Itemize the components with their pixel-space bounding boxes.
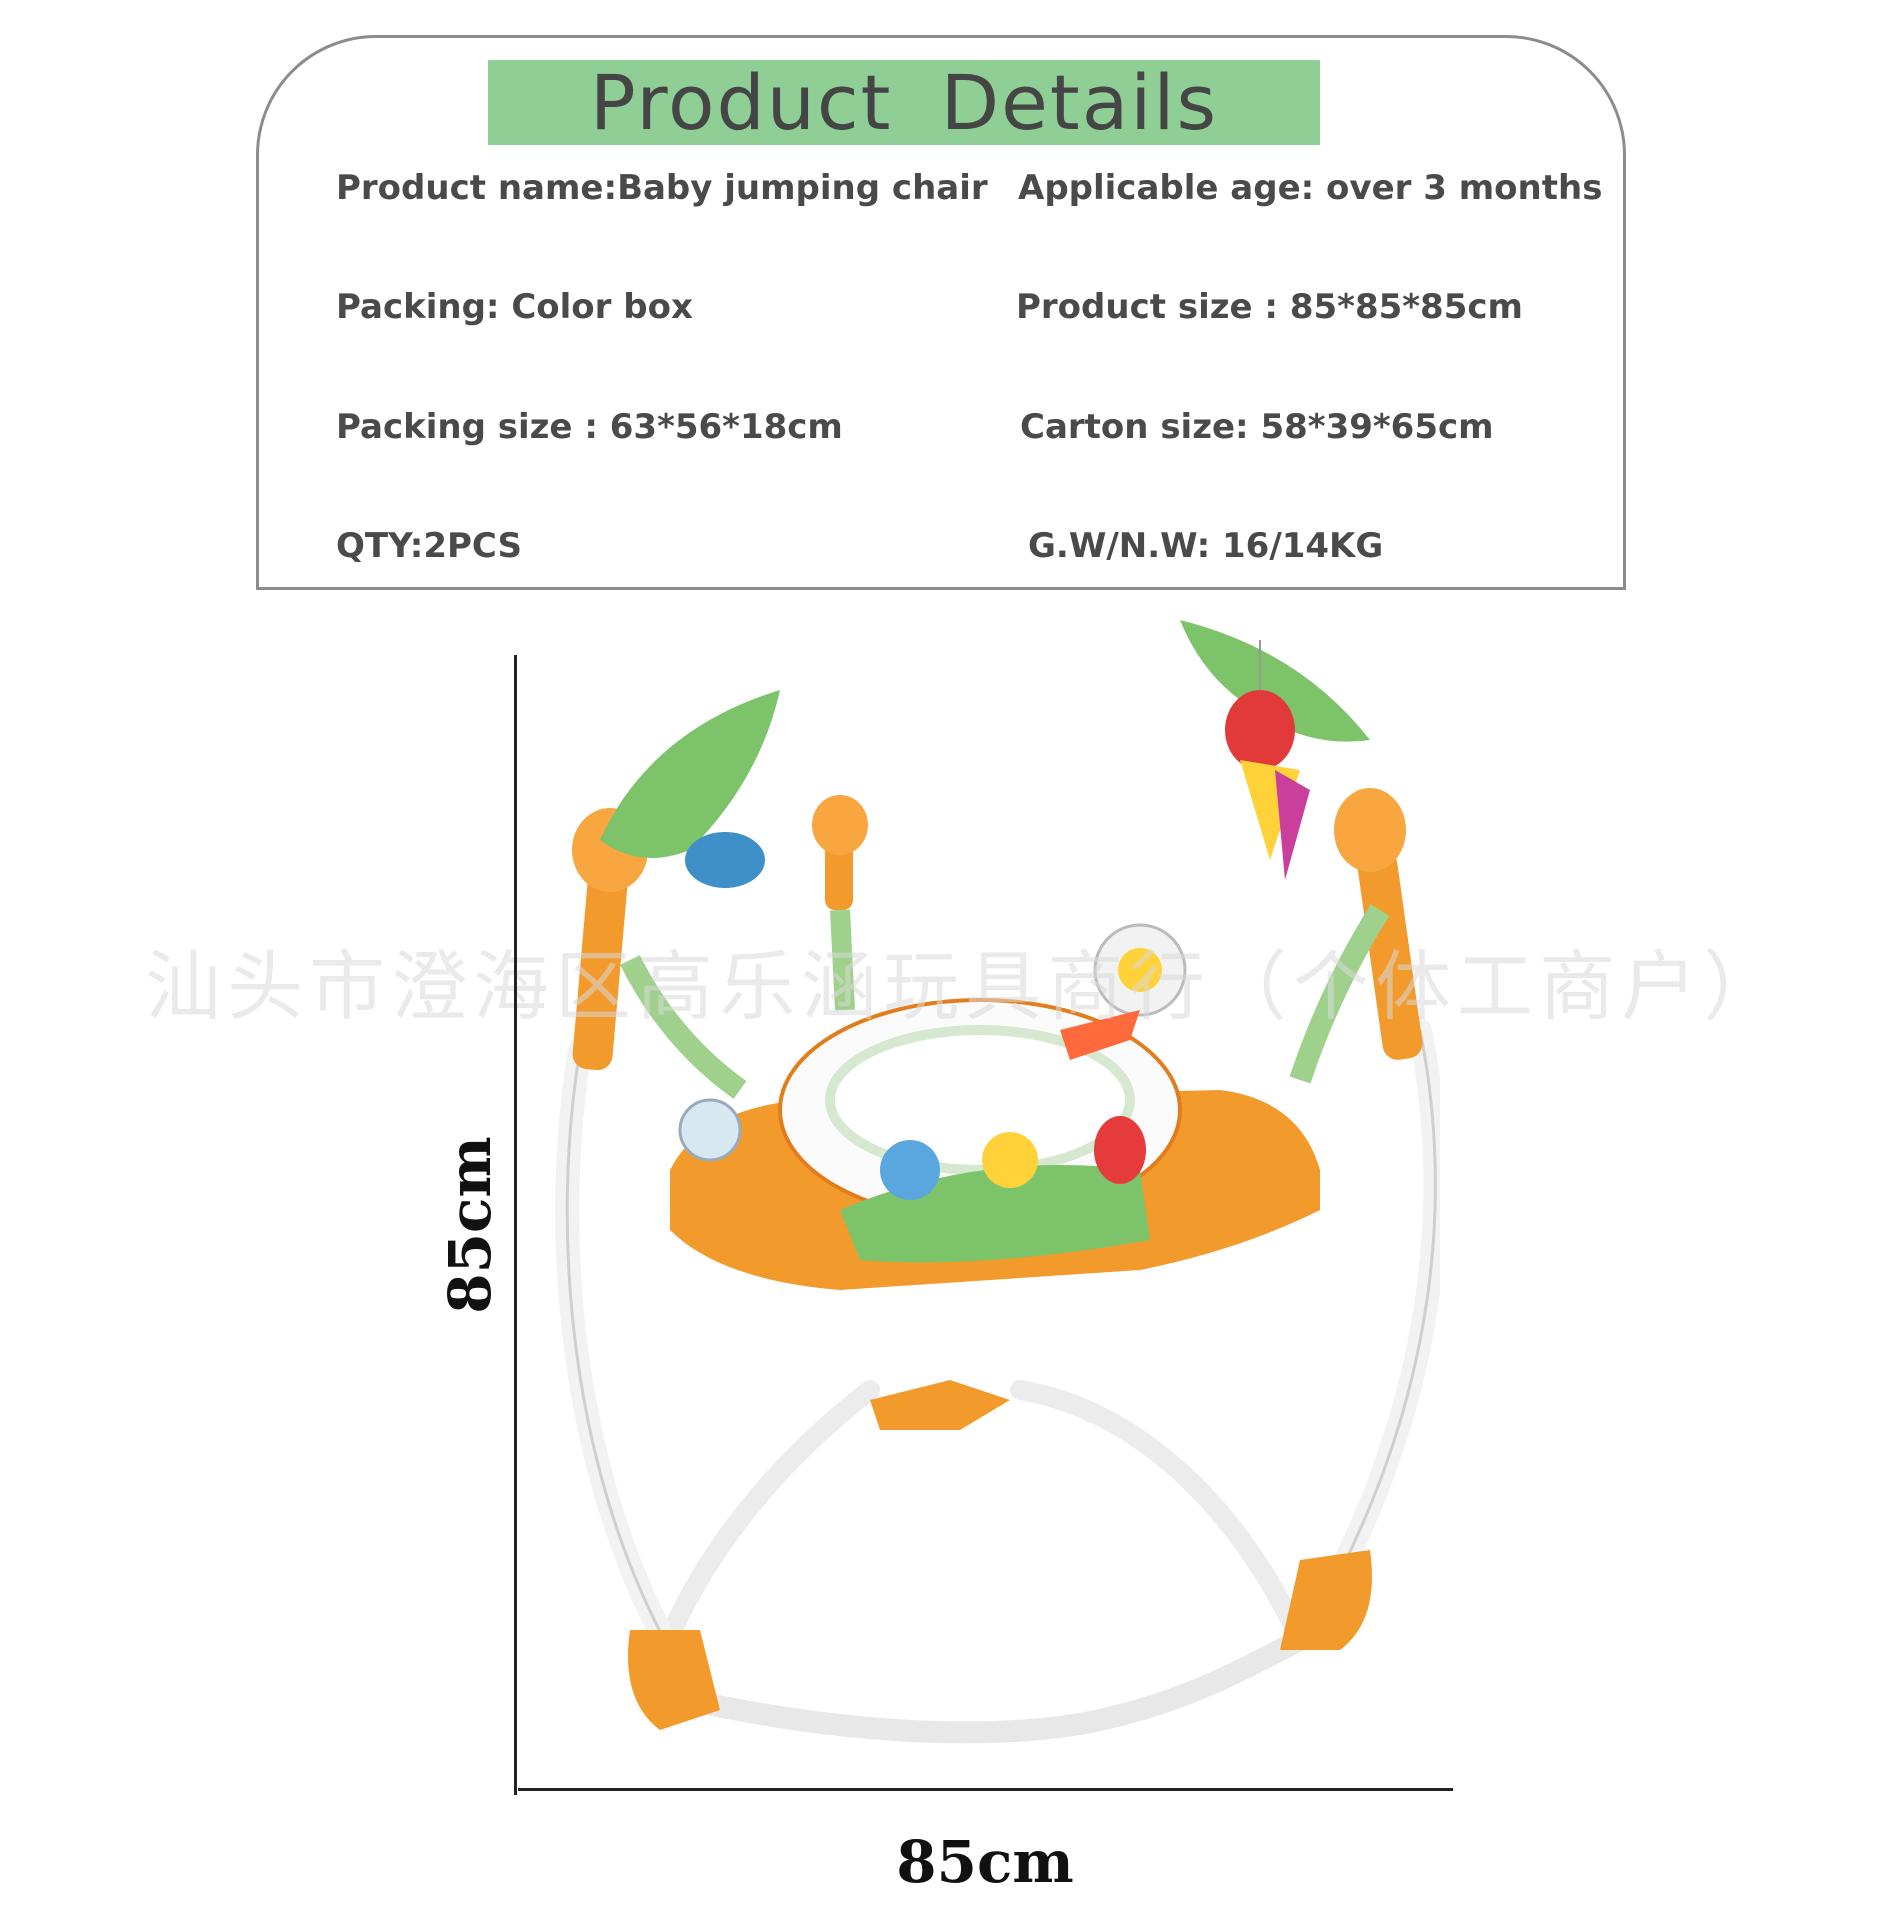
width-dimension-label: 85cm — [896, 1828, 1074, 1896]
title-banner: Product Details — [488, 58, 1320, 147]
spec-product-name: Product name:Baby jumping chair — [336, 168, 988, 208]
baby-jumper-illustration — [555, 620, 1440, 1744]
height-dimension-line — [514, 655, 517, 1795]
product-details-card — [256, 35, 1626, 590]
spec-carton-size: Carton size: 58*39*65cm — [1020, 407, 1494, 447]
height-dimension-label: 85cm — [436, 1136, 504, 1314]
spec-packing-size: Packing size : 63*56*18cm — [336, 407, 843, 447]
width-dimension-line — [518, 1788, 1453, 1791]
spec-qty: QTY:2PCS — [336, 526, 523, 566]
spec-applicable-age: Applicable age: over 3 months — [1018, 168, 1603, 208]
spec-product-size: Product size : 85*85*85cm — [1016, 287, 1523, 327]
watermark-text: 汕头市澄海区高乐涵玩具商行（个体工商户） — [145, 942, 1785, 1031]
page-title: Product Details — [589, 58, 1219, 147]
spec-packing: Packing: Color box — [336, 287, 693, 327]
spec-weight: G.W/N.W: 16/14KG — [1028, 526, 1384, 566]
